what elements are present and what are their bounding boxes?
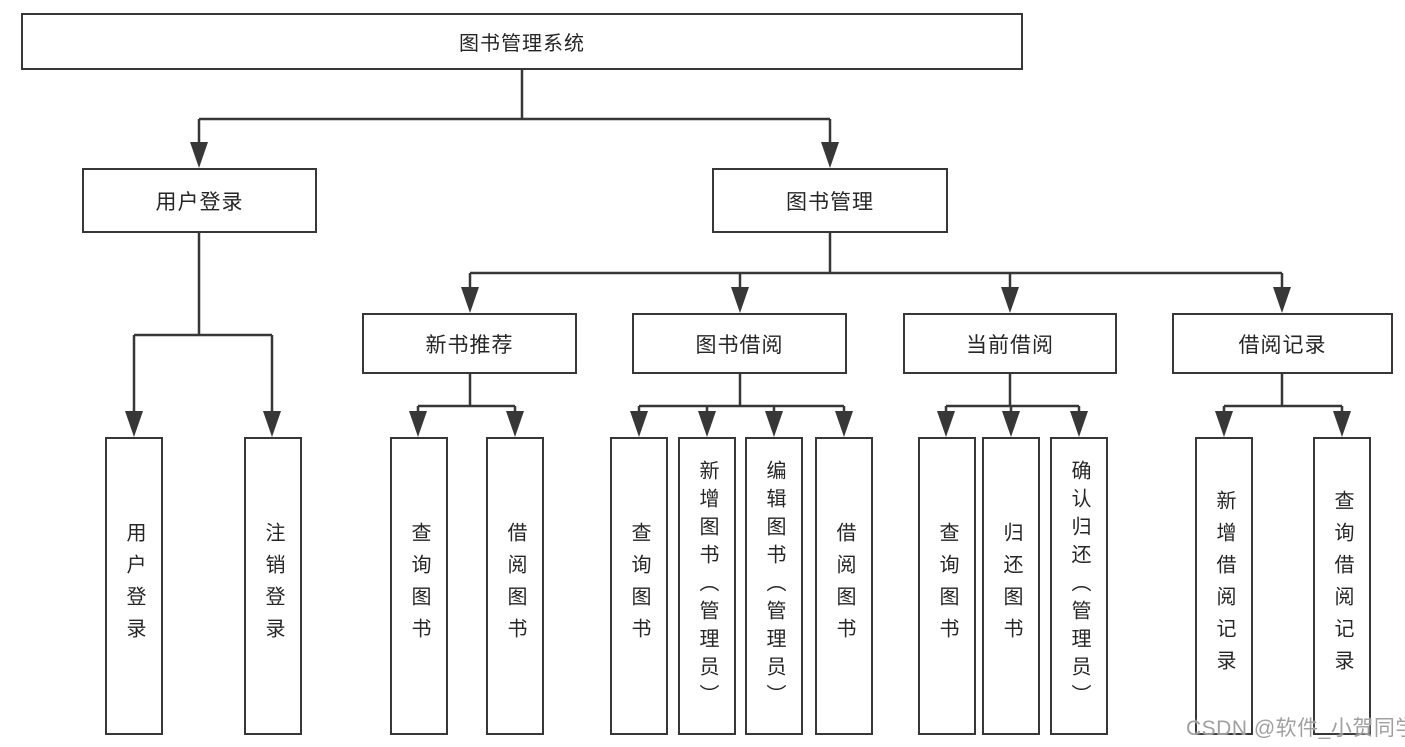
node-book-management: 图书管理 [712,168,948,233]
arrowhead [1070,411,1088,437]
arrowhead [125,411,143,437]
leaf-confirm-return-admin: 确认归还（管理员） [1050,437,1108,735]
leaf-borrow-books-recommend: 借阅图书 [486,437,544,735]
node-label: 图书管理 [786,190,874,214]
node-label: 借阅图书 [504,522,526,650]
node-label: 借阅图书 [833,522,855,650]
node-label: 新增图书（管理员） [696,460,718,712]
arrowhead [630,411,648,437]
node-label: 注销登录 [262,522,284,650]
arrowhead [1215,411,1233,437]
node-current-borrowing: 当前借阅 [903,313,1117,374]
node-label: 新书推荐 [425,333,514,357]
arrowhead [506,411,524,437]
arrowhead [1001,287,1019,313]
node-new-book-recommendation: 新书推荐 [362,313,577,374]
node-book-borrowing: 图书借阅 [632,313,847,374]
node-label: 借阅记录 [1238,333,1327,357]
arrowhead [1002,411,1020,437]
leaf-borrow-books-borrowing: 借阅图书 [815,437,873,735]
arrowhead [409,411,427,437]
leaf-query-books-borrowing: 查询图书 [610,437,668,735]
node-label: 确认归还（管理员） [1068,460,1090,712]
node-label: 查询图书 [936,522,958,650]
arrowhead [821,142,839,168]
node-label: 新增借阅记录 [1213,490,1235,682]
node-label: 图书借阅 [695,333,784,357]
node-label: 用户登录 [123,522,145,650]
leaf-logout: 注销登录 [244,437,302,735]
arrowhead [731,287,749,313]
arrowhead [835,411,853,437]
arrowhead [1273,287,1291,313]
watermark: CSDN @软件_小贺同学 [1186,717,1405,740]
node-library-management-system: 图书管理系统 [21,13,1023,70]
node-label: 编辑图书（管理员） [763,460,785,712]
leaf-add-book-admin: 新增图书（管理员） [678,437,736,735]
leaf-query-books-recommend: 查询图书 [390,437,448,735]
arrowhead [698,411,716,437]
arrowhead [1333,411,1351,437]
node-label: 查询图书 [408,522,430,650]
node-label: 当前借阅 [966,333,1054,357]
node-label: 查询图书 [628,522,650,650]
arrowhead [263,411,281,437]
node-borrowing-records: 借阅记录 [1172,313,1393,374]
leaf-user-login: 用户登录 [105,437,163,735]
node-label: 归还图书 [1000,522,1022,650]
leaf-add-borrow-record: 新增借阅记录 [1195,437,1253,735]
node-user-login: 用户登录 [82,168,317,233]
leaf-query-books-current: 查询图书 [918,437,976,735]
leaf-edit-book-admin: 编辑图书（管理员） [745,437,803,735]
node-label: 图书管理系统 [459,33,585,55]
arrowhead [190,142,208,168]
node-label: 用户登录 [155,190,244,214]
node-label: 查询借阅记录 [1331,490,1353,682]
arrowhead [461,287,479,313]
arrowhead [765,411,783,437]
arrowhead [937,411,955,437]
leaf-return-book: 归还图书 [982,437,1040,735]
leaf-query-borrow-record: 查询借阅记录 [1313,437,1371,735]
